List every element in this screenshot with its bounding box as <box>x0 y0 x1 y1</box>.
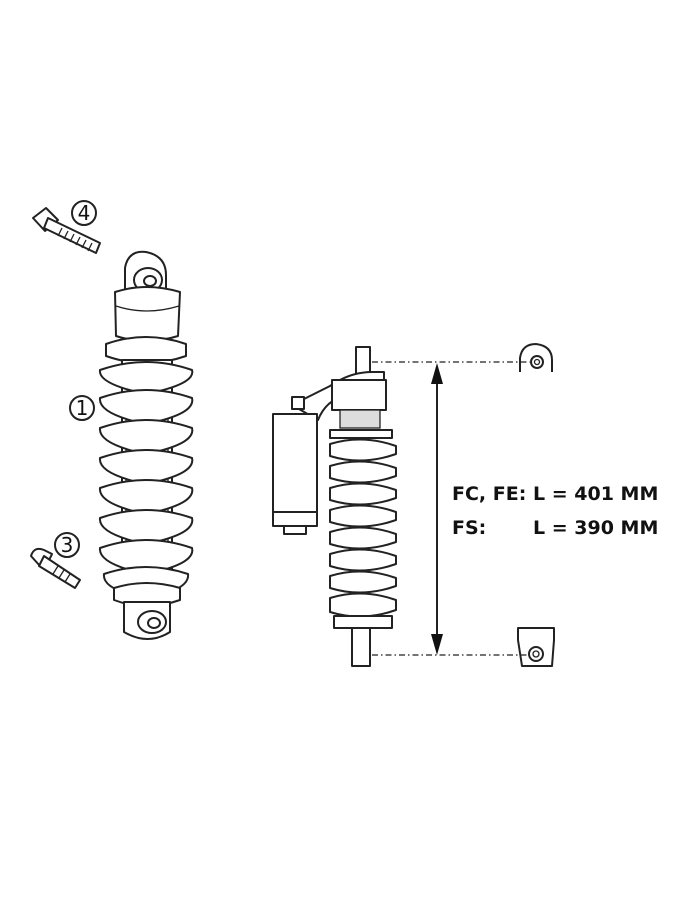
spec-models-row-2: FS: <box>452 517 486 539</box>
callout-1-label: 1 <box>76 396 89 420</box>
spec-models-row-1: FC, FE: <box>452 483 526 505</box>
top-bolt <box>32 207 101 254</box>
damper-head <box>331 379 387 411</box>
coil-spring <box>98 361 194 599</box>
spec-length-row-2: L = 390 MM <box>533 517 658 539</box>
callout-4-label: 4 <box>78 201 91 225</box>
bottom-mount-eye <box>113 582 181 640</box>
side-coil-spring <box>329 429 397 629</box>
bottom-mount-stub <box>351 627 371 667</box>
bottom-bolt <box>30 547 81 589</box>
shock-absorber-exploded: 4 1 3 <box>30 200 194 640</box>
callout-4: 4 <box>71 200 97 226</box>
shock-absorber-side-view: FC, FE: L = 401 MM FS: L = 390 MM <box>272 343 658 667</box>
callout-1: 1 <box>69 395 95 421</box>
callout-3: 3 <box>54 532 80 558</box>
top-spring-seat <box>105 286 187 364</box>
spec-length-row-1: L = 401 MM <box>533 483 658 505</box>
bottom-swingarm-bracket <box>517 627 555 667</box>
length-dimension-arrow <box>431 363 443 655</box>
top-frame-bracket <box>519 343 553 372</box>
callout-3-label: 3 <box>61 533 74 557</box>
